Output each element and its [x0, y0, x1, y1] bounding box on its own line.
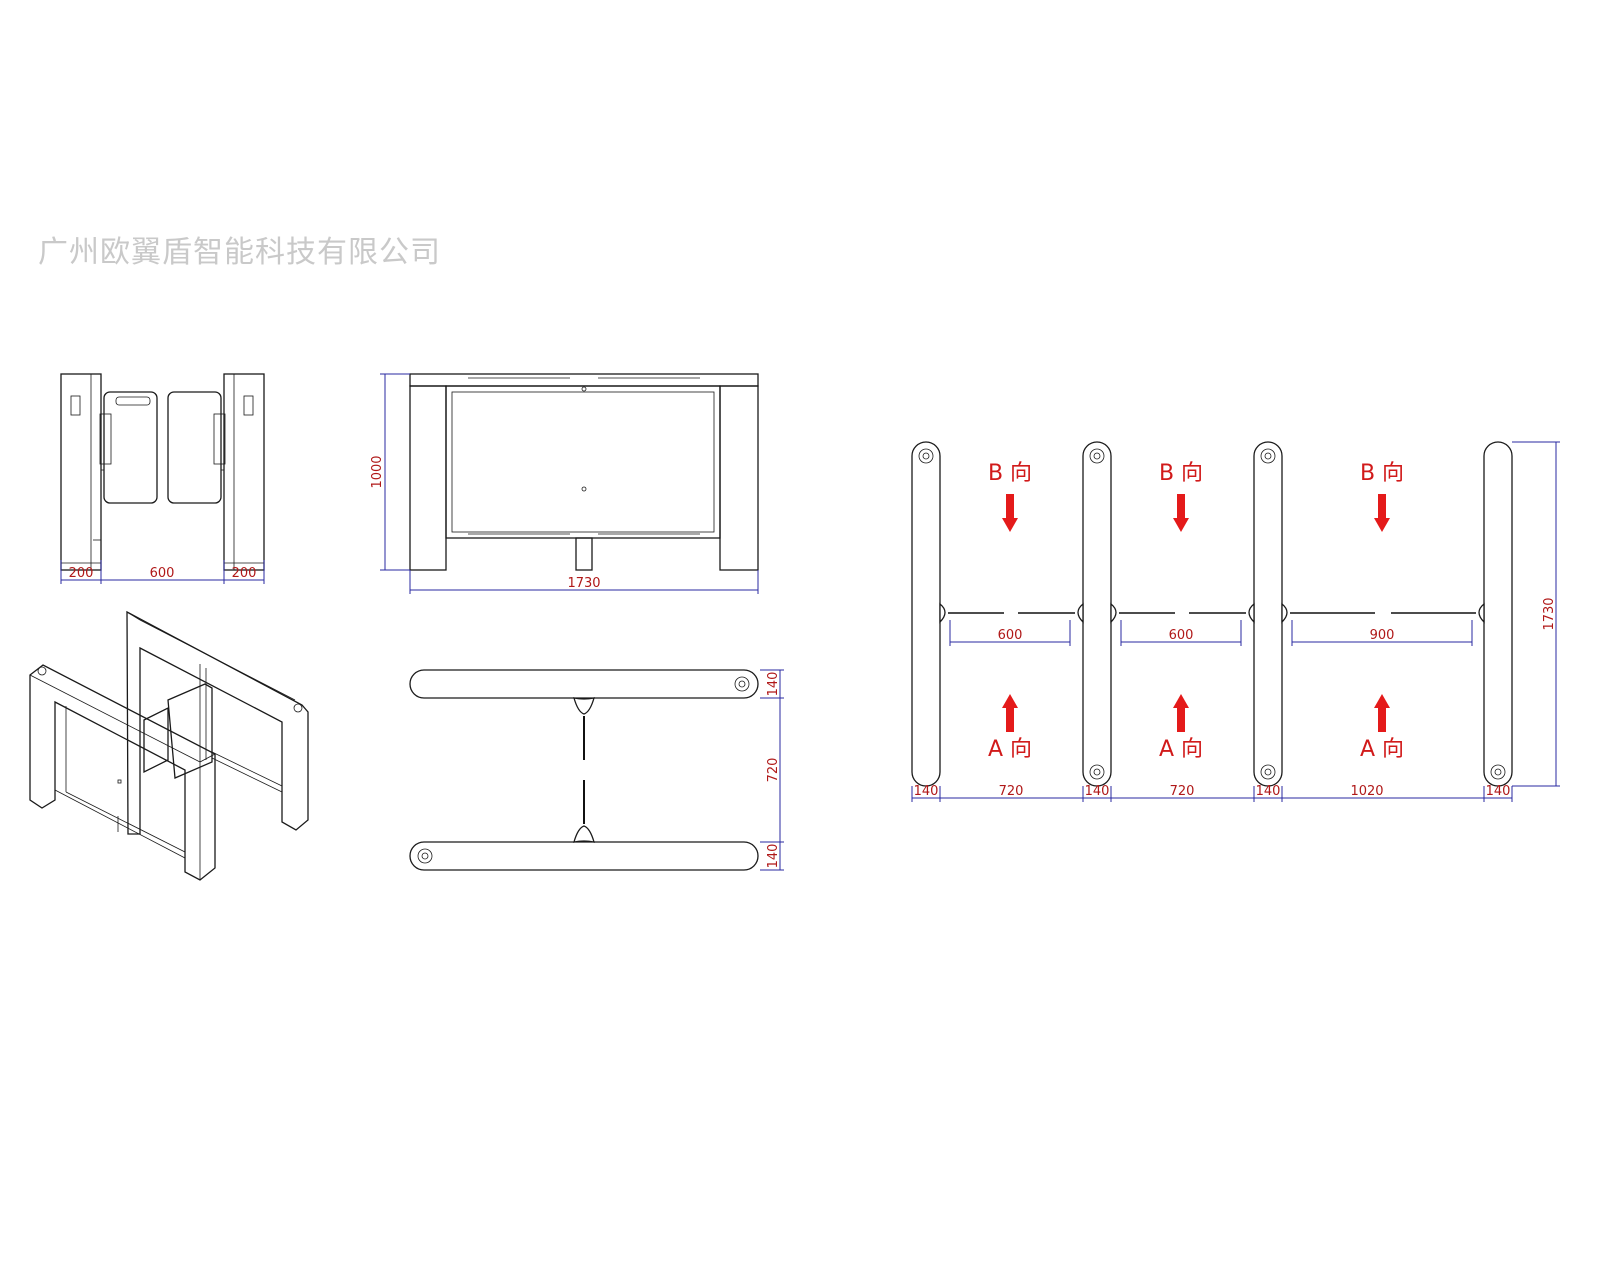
dim-side-width: 1730 — [567, 576, 600, 591]
dim-gate-1: 600 — [998, 628, 1023, 643]
arrow-down-icon — [1173, 494, 1189, 532]
dim-spacing-4: 720 — [1170, 784, 1195, 799]
dim-top-gap: 720 — [766, 758, 781, 783]
dim-gate-2: 600 — [1169, 628, 1194, 643]
direction-a-label-3: A 向 — [1360, 737, 1404, 762]
dim-top-bottom: 140 — [766, 844, 781, 869]
arrow-up-icon — [1374, 694, 1390, 732]
dim-front-middle: 600 — [150, 566, 175, 581]
side-view: 1000 1730 — [370, 373, 759, 594]
arrow-down-icon — [1002, 494, 1018, 532]
dim-front-left: 200 — [69, 566, 94, 581]
layout-view: 600 600 900 B 向 B 向 B 向 A 向 A 向 A 向 140 … — [911, 441, 1560, 802]
direction-a-label-1: A 向 — [988, 737, 1032, 762]
dim-overall-length: 1730 — [1542, 597, 1557, 630]
dim-spacing-6: 1020 — [1350, 784, 1383, 799]
dim-top-top: 140 — [766, 672, 781, 697]
dim-spacing-2: 720 — [999, 784, 1024, 799]
direction-b-label-3: B 向 — [1360, 461, 1404, 486]
dim-spacing-3: 140 — [1085, 784, 1110, 799]
direction-b-label-1: B 向 — [988, 461, 1032, 486]
dim-side-height: 1000 — [370, 455, 385, 488]
direction-b-label-2: B 向 — [1159, 461, 1203, 486]
isometric-view — [29, 610, 309, 881]
front-view: 200 600 200 — [60, 373, 265, 584]
dim-spacing-7: 140 — [1486, 784, 1511, 799]
dim-front-right: 200 — [232, 566, 257, 581]
direction-a-label-2: A 向 — [1159, 737, 1203, 762]
dim-spacing-1: 140 — [914, 784, 939, 799]
arrow-up-icon — [1173, 694, 1189, 732]
company-watermark: 广州欧翼盾智能科技有限公司 — [38, 235, 441, 270]
arrow-up-icon — [1002, 694, 1018, 732]
dim-gate-3: 900 — [1370, 628, 1395, 643]
arrow-down-icon — [1374, 494, 1390, 532]
top-view: 140 720 140 — [409, 669, 784, 871]
dim-spacing-5: 140 — [1256, 784, 1281, 799]
